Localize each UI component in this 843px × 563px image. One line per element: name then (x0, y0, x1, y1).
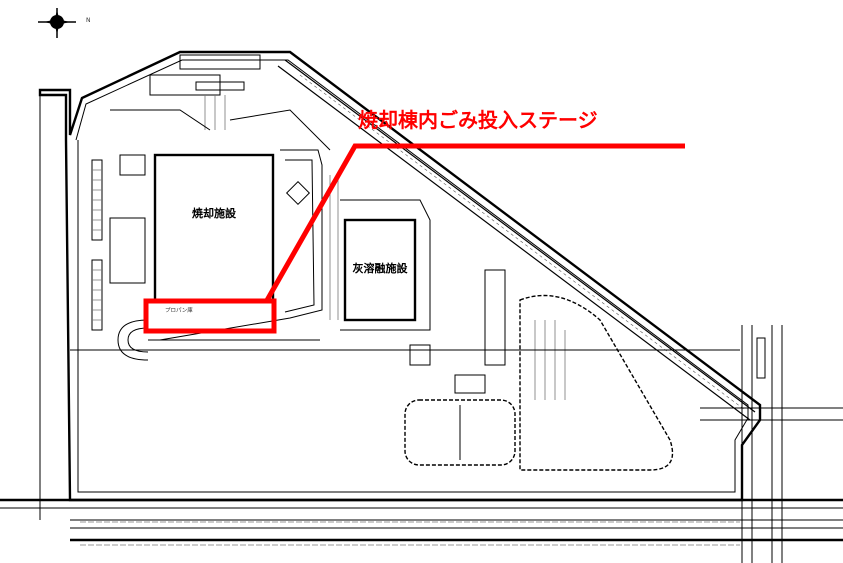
left-parking (91, 159, 103, 331)
compass-rose-icon (38, 8, 76, 38)
propane-storage-label: プロパン庫 (165, 306, 193, 314)
incineration-building (153, 153, 275, 302)
diagonal-rail (277, 59, 756, 421)
right-highway (700, 325, 843, 563)
bottom-roads (0, 498, 843, 546)
retention-pond (404, 399, 516, 466)
internal-roads (159, 149, 339, 341)
ash-melting-building-label: 灰溶融施設 (353, 261, 409, 275)
waste-stage-highlight-box (143, 298, 277, 334)
ash-building-outline (340, 199, 431, 331)
incineration-building-label: 焼却施設 (192, 206, 237, 220)
north-label: N (86, 17, 91, 24)
ash-melting-building (343, 218, 417, 322)
admin-building (109, 154, 146, 284)
loop-road (70, 319, 740, 361)
callout-label: 焼却棟内ごみ投入ステージ (358, 108, 598, 132)
tall-structure (409, 269, 506, 394)
gate-area (110, 54, 331, 151)
callout-leader-line (263, 143, 685, 304)
oval-parking (519, 294, 674, 471)
